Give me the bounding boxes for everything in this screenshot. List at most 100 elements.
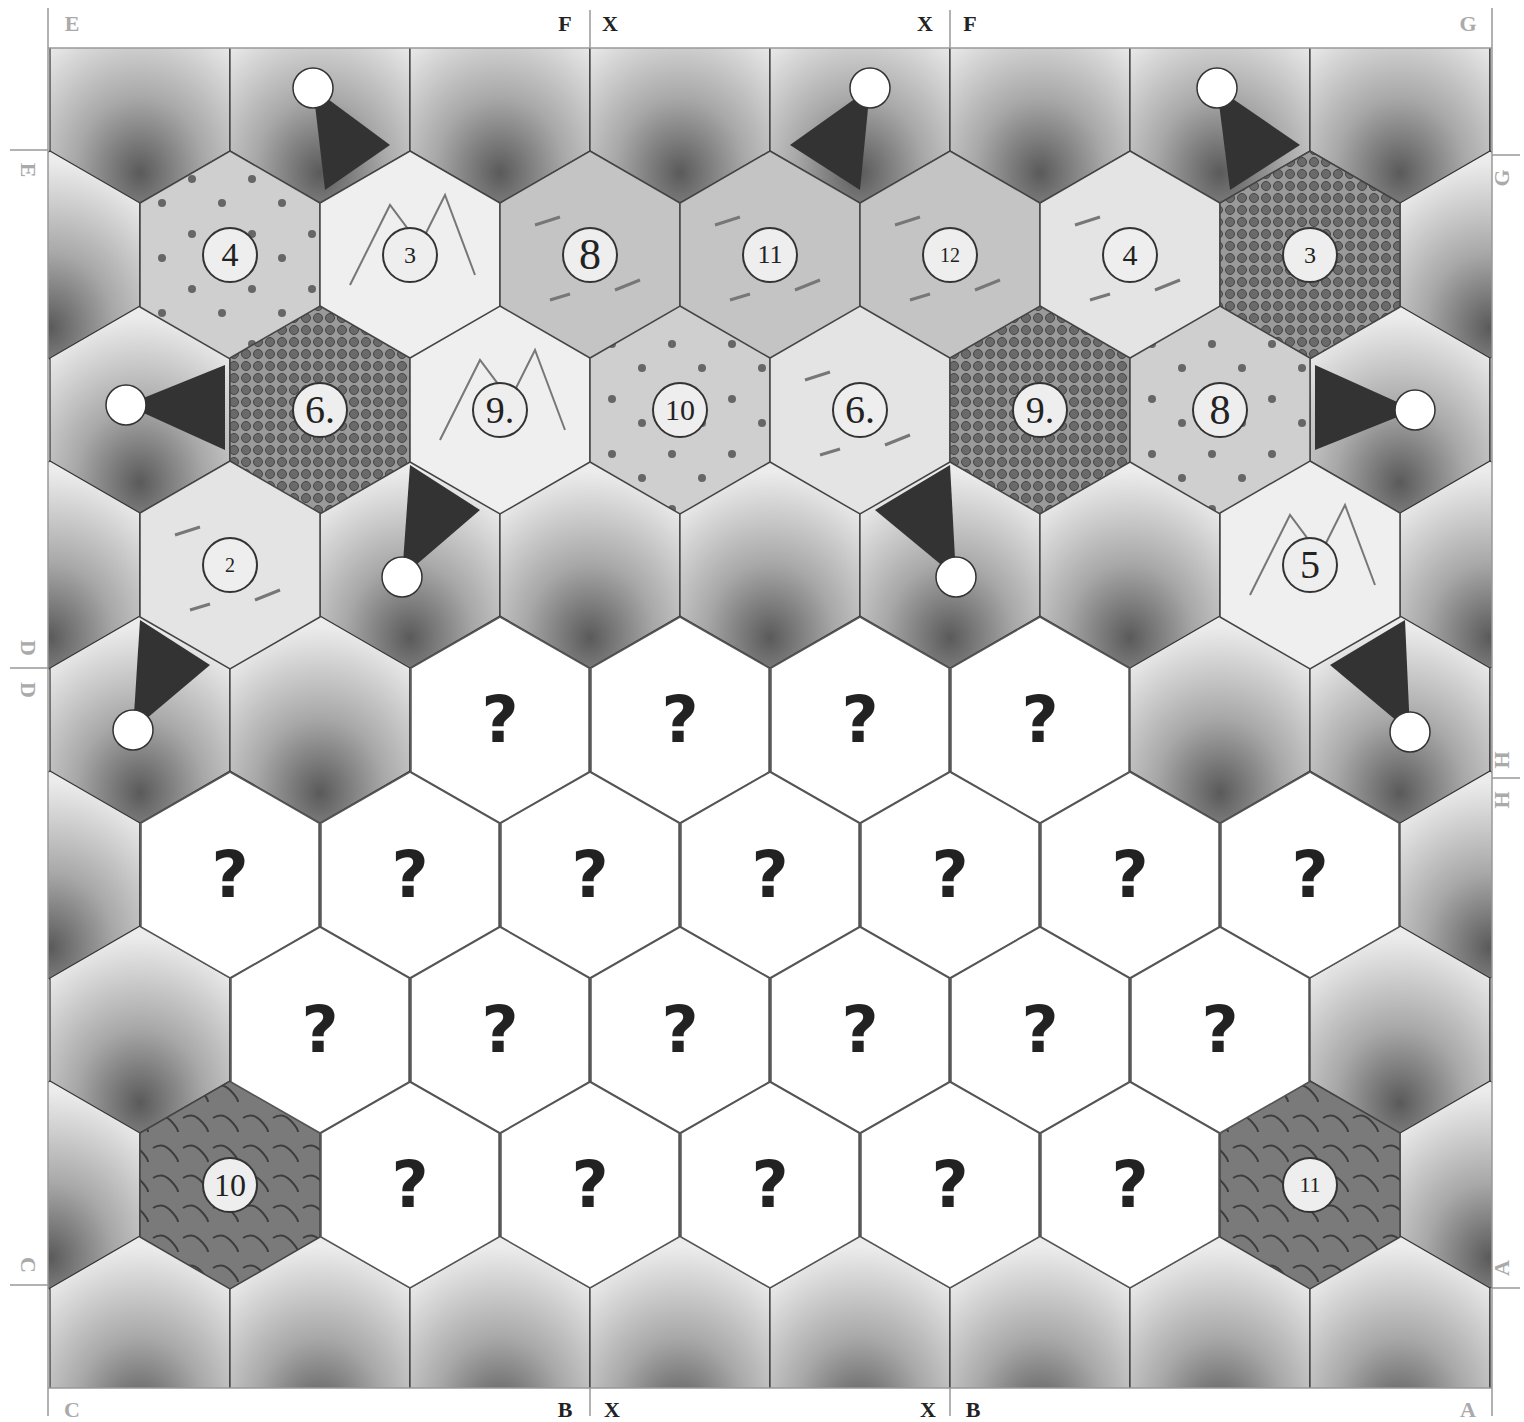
edge-letter: A [1491,1260,1513,1276]
hex-shape [681,1082,859,1288]
field-strokes [175,527,280,610]
edge-letter: G [1459,13,1476,35]
unknown-tile-mark: ? [1021,688,1058,752]
number-token: 4 [202,227,258,283]
harbor-circle [1390,712,1430,752]
number-token-text: 8 [579,233,601,277]
harbor-circle [1395,390,1435,430]
number-token: 9. [472,382,528,438]
edge-letter: G [1491,169,1513,186]
land-hex [950,306,1130,514]
unknown-tile-mark: ? [571,843,608,907]
number-token: 3 [382,227,438,283]
number-token-text: 9. [1026,391,1055,429]
hex-shape [501,1082,679,1288]
number-token: 12 [922,227,978,283]
unknown-tile-mark: ? [1021,998,1058,1062]
harbor-circle [113,710,153,750]
mountain-strokes [350,195,475,285]
edge-letter: H [1491,751,1513,768]
field-strokes [715,217,820,300]
edge-letter: C [17,1257,39,1273]
number-token-text: 6. [845,390,875,430]
field-strokes [895,217,1000,300]
number-token-text: 9. [486,391,515,429]
unknown-tile-mark: ? [841,998,878,1062]
unknown-hex: ? [860,1081,1040,1289]
number-token: 8 [562,227,618,283]
harbor-circle [293,68,333,108]
unknown-tile-mark: ? [841,688,878,752]
edge-letter: X [917,13,933,35]
unknown-tile-mark: ? [1291,843,1328,907]
edge-letter: X [920,1399,936,1421]
edge-letter: C [64,1399,80,1421]
unknown-hex: ? [320,1081,500,1289]
unknown-tile-mark: ? [301,998,338,1062]
number-token: 6. [292,382,348,438]
unknown-tile-mark: ? [1111,1153,1148,1217]
unknown-tile-mark: ? [1111,843,1148,907]
harbor-circle [106,385,146,425]
number-token-text: 6. [305,390,335,430]
unknown-tile-mark: ? [751,843,788,907]
unknown-tile-mark: ? [661,688,698,752]
field-strokes [535,217,640,300]
unknown-hex: ? [500,1081,680,1289]
harbor-circle [382,557,422,597]
unknown-tile-mark: ? [481,998,518,1062]
unknown-tile-mark: ? [481,688,518,752]
number-token: 9. [1012,382,1068,438]
number-token-text: 4 [1123,240,1138,270]
number-token-text: 10 [665,395,695,425]
number-token: 10 [652,382,708,438]
number-token: 3 [1282,227,1338,283]
unknown-tile-mark: ? [931,843,968,907]
number-token-text: 5 [1300,545,1320,585]
number-token: 10 [202,1157,258,1213]
number-token-text: 3 [404,243,416,267]
unknown-tile-mark: ? [1201,998,1238,1062]
number-token: 6. [832,382,888,438]
edge-letter: F [558,13,571,35]
edge-letter: B [558,1399,573,1421]
number-token: 11 [1282,1157,1338,1213]
unknown-tile-mark: ? [931,1153,968,1217]
number-token-text: 4 [222,238,239,272]
number-token-text: 11 [757,242,782,268]
unknown-tile-mark: ? [571,1153,608,1217]
unknown-tile-mark: ? [391,843,428,907]
land-hex [590,306,770,514]
number-token-text: 12 [940,245,960,265]
edge-letter: F [963,13,976,35]
harbor-circle [850,68,890,108]
number-token-text: 8 [1210,389,1231,431]
edge-letter: D [17,682,39,698]
edge-letter: D [17,640,39,656]
number-token: 2 [202,537,258,593]
edge-letter: A [1460,1399,1476,1421]
edge-letter: E [65,13,80,35]
harbor-circle [1197,68,1237,108]
number-token: 8 [1192,382,1248,438]
hex-shape [321,1082,499,1288]
edge-letter: B [966,1399,981,1421]
edge-letter: E [17,163,39,178]
number-token-text: 3 [1304,243,1316,267]
number-token: 11 [742,227,798,283]
harbor-circle [936,557,976,597]
number-token: 4 [1102,227,1158,283]
unknown-tile-mark: ? [751,1153,788,1217]
mountain-strokes [440,350,565,440]
number-token: 5 [1282,537,1338,593]
number-token-text: 11 [1299,1174,1320,1196]
mountain-strokes [1250,505,1375,595]
edge-letter: X [604,1399,620,1421]
hex-shape [861,1082,1039,1288]
field-strokes [1075,217,1180,300]
unknown-tile-mark: ? [211,843,248,907]
unknown-hex: ? [1040,1081,1220,1289]
unknown-hex: ? [680,1081,860,1289]
land-hex [1220,461,1400,669]
